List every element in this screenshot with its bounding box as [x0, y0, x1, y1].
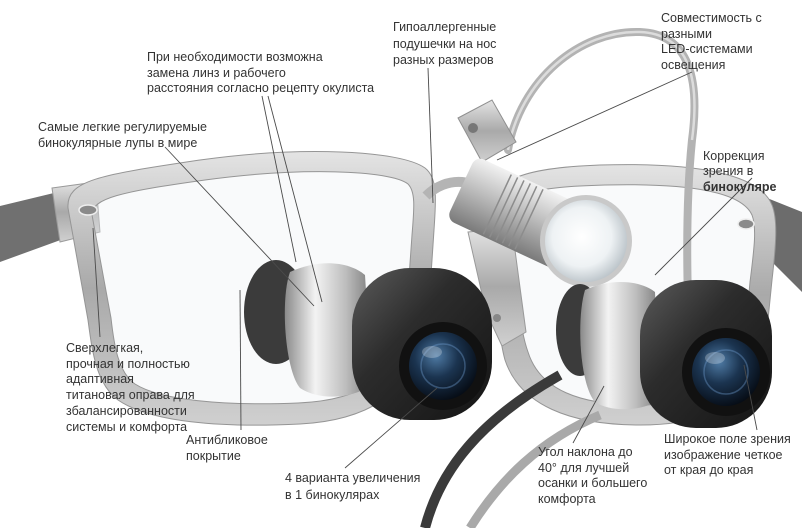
label-lightest: Самые легкие регулируемые бинокулярные л…: [38, 120, 207, 150]
callout-line-led-compat: [496, 71, 693, 161]
label-frame: Сверхлегкая, прочная и полностью адаптив…: [66, 341, 195, 434]
right-loupe-silver-ring: [580, 281, 660, 410]
left-objective-inner-ring: [420, 343, 466, 389]
led-light-grooves: [482, 174, 544, 250]
bracket-screw: [493, 314, 501, 322]
led-light-lens: [545, 200, 627, 282]
right-hinge-screw: [737, 218, 755, 230]
left-objective-highlight: [422, 346, 442, 358]
left-hinge-screw: [78, 204, 98, 216]
label-correction: Коррекция зрения в бинокуляре: [703, 133, 776, 212]
pivot-screw: [468, 123, 478, 133]
label-correction-bold: бинокуляре: [703, 180, 777, 195]
callout-line-field-of-view: [743, 364, 758, 431]
label-nose-pads: Гипоаллергенные подушечки на нос разных …: [393, 20, 497, 68]
light-cable-arc-highlight: [506, 30, 696, 151]
callout-line-correction: [654, 177, 753, 276]
light-pivot-mount: [457, 99, 517, 163]
label-correction-text: Коррекция зрения в: [703, 148, 765, 179]
gray-cable: [466, 410, 602, 528]
callout-line-nose-pads: [427, 67, 434, 204]
dark-cable: [420, 370, 563, 528]
callout-line-lens-replacement-b: [267, 95, 323, 303]
right-objective-highlight: [705, 352, 725, 364]
right-objective-inner-ring: [703, 349, 749, 395]
label-field-of-view: Широкое поле зрения изображение четкое о…: [664, 432, 791, 478]
callout-line-frame: [92, 227, 101, 338]
label-magnification: 4 варианта увеличения в 1 бинокулярах: [285, 471, 421, 502]
right-objective-lens: [692, 338, 760, 406]
label-led-compat: Совместимость с разными LED-системами ос…: [661, 11, 762, 73]
left-loupe-silver-ring: [284, 263, 372, 397]
callout-lines: [92, 67, 758, 469]
callout-line-lens-replacement-a: [261, 95, 297, 263]
callout-line-magnification: [344, 387, 438, 469]
callout-line-lightest: [164, 146, 315, 307]
label-lens-replacement: При необходимости возможна замена линз и…: [147, 50, 375, 96]
label-tilt: Угол наклона до 40° для лучшей осанки и …: [538, 445, 648, 507]
left-temple-arm: [0, 192, 66, 262]
label-antiglare: Антибликовое покрытие: [186, 433, 268, 463]
callout-line-antiglare: [239, 289, 242, 431]
left-objective-lens: [409, 332, 477, 400]
callout-line-tilt: [572, 385, 605, 444]
